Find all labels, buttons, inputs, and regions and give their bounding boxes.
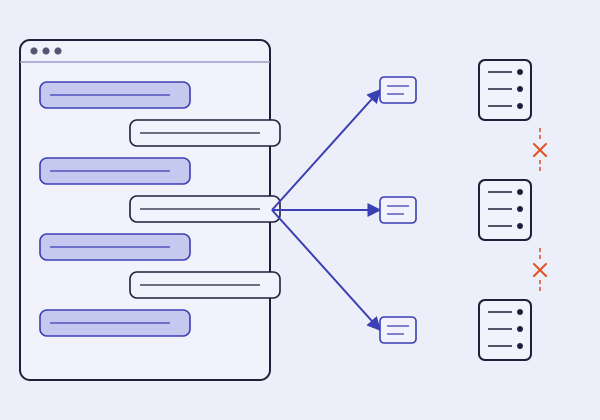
bot-message-bubble — [129, 271, 281, 299]
user-message-bubble — [39, 81, 191, 109]
server-icon — [478, 179, 532, 241]
blocked-links — [532, 128, 548, 292]
fanout-arrow — [271, 209, 381, 332]
server-status-light — [517, 103, 523, 109]
cross-mark-icon — [532, 128, 548, 172]
bot-message-bubble — [129, 119, 281, 147]
bot-message-bubble — [129, 195, 281, 223]
cross-stroke — [532, 262, 548, 278]
server-icon — [478, 299, 532, 361]
user-message-bubble — [39, 233, 191, 261]
message-icon — [379, 76, 417, 104]
message-icon — [379, 316, 417, 344]
server-body — [478, 299, 532, 361]
server-status-light — [517, 206, 523, 212]
server-body — [478, 179, 532, 241]
cross-stroke — [532, 142, 548, 158]
server-status-light — [517, 189, 523, 195]
message-packet-body — [379, 316, 417, 344]
message-packets — [379, 76, 417, 344]
message-packet-body — [379, 76, 417, 104]
window-dot-icon — [42, 47, 50, 55]
user-message-bubble — [39, 157, 191, 185]
server-status-light — [517, 69, 523, 75]
cross-mark-icon — [532, 248, 548, 292]
server-stack — [478, 59, 532, 361]
server-status-light — [517, 223, 523, 229]
chat-message-list — [39, 81, 281, 337]
server-status-light — [517, 86, 523, 92]
window-dot-icon — [54, 47, 62, 55]
message-packet-body — [379, 196, 417, 224]
user-message-bubble — [39, 309, 191, 337]
server-status-light — [517, 343, 523, 349]
browser-window-icon — [19, 39, 281, 381]
fanout-arrows — [271, 88, 382, 332]
server-status-light — [517, 326, 523, 332]
message-icon — [379, 196, 417, 224]
server-body — [478, 59, 532, 121]
server-icon — [478, 59, 532, 121]
window-dot-icon — [30, 47, 38, 55]
server-status-light — [517, 309, 523, 315]
fanout-arrow — [271, 88, 381, 211]
